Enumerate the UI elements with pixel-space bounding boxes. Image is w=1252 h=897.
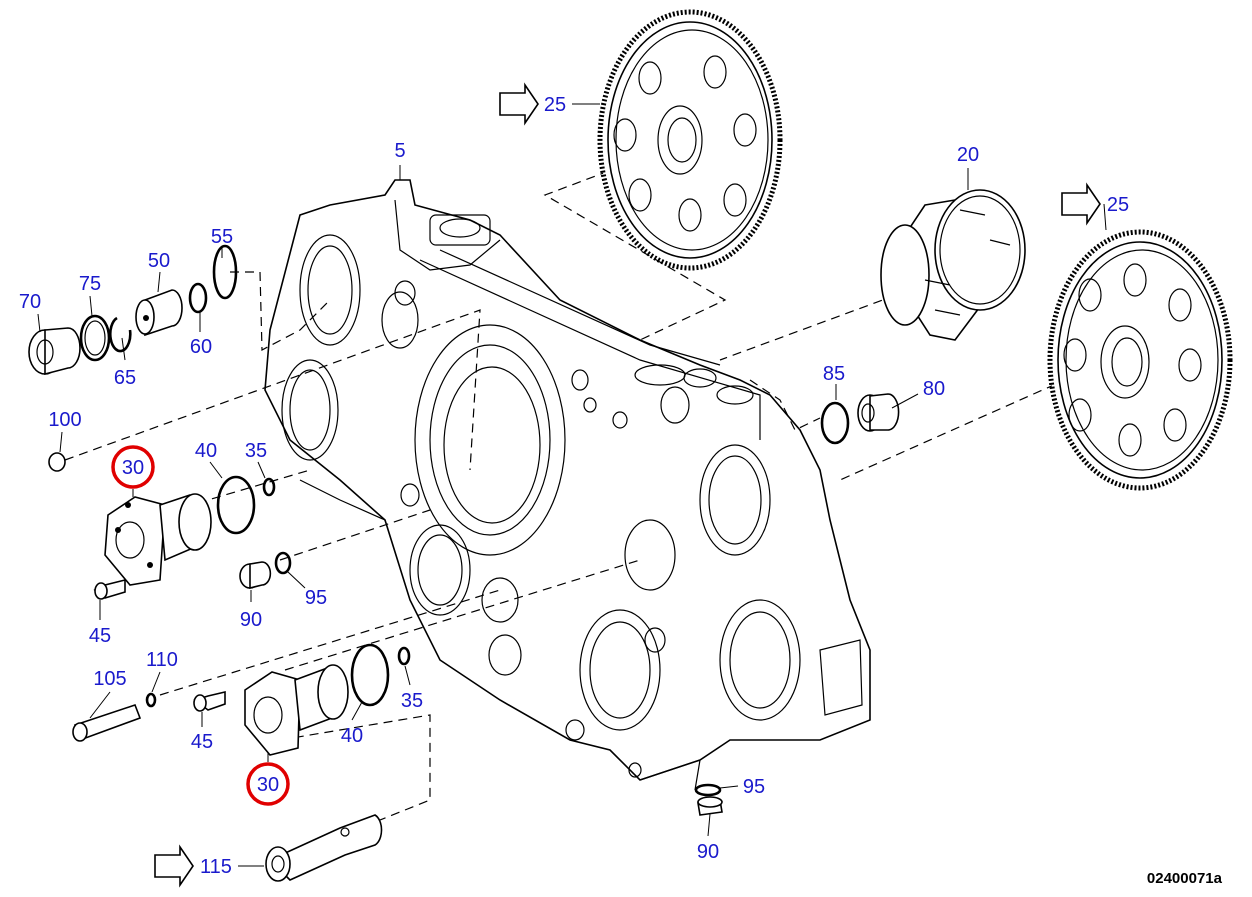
callout-50: 50 <box>148 250 170 272</box>
callout-25-upper: 25 <box>544 94 566 116</box>
reference-arrow-icon <box>1061 182 1101 226</box>
callout-40-lower: 40 <box>341 725 363 747</box>
highlight-circle-30-upper <box>111 445 155 489</box>
callout-30-lower: 30 <box>257 774 279 796</box>
callout-80: 80 <box>923 378 945 400</box>
callout-100: 100 <box>48 409 81 431</box>
callout-90-upper: 90 <box>240 609 262 631</box>
sleeve-20 <box>880 189 1026 341</box>
plug-90-seal-95-bottom <box>694 783 723 816</box>
callout-65: 65 <box>114 367 136 389</box>
plug-80-and-seal-85 <box>820 393 900 445</box>
callout-40-upper: 40 <box>195 440 217 462</box>
valve-115 <box>265 814 383 882</box>
callout-30-upper: 30 <box>122 457 144 479</box>
callout-35-upper: 35 <box>245 440 267 462</box>
gear-25-right <box>1047 229 1233 491</box>
oil-pump-group-lower <box>72 643 411 756</box>
callout-labels: 5 20 25 25 30 30 35 35 40 40 45 45 50 55… <box>19 94 1129 878</box>
parts-50-to-75 <box>28 244 238 376</box>
callout-110: 110 <box>146 649 178 671</box>
callout-35-lower: 35 <box>401 690 423 712</box>
highlight-circle-30-lower <box>246 762 290 806</box>
gear-25-upper <box>597 9 783 271</box>
oil-pump-group-upper <box>48 452 292 600</box>
callout-45-lower: 45 <box>191 731 213 753</box>
callout-25-right: 25 <box>1107 194 1129 216</box>
callout-20: 20 <box>957 144 979 166</box>
callout-115: 115 <box>200 856 232 878</box>
callout-45-upper: 45 <box>89 625 111 647</box>
leader-lines <box>37 103 1107 867</box>
callout-105: 105 <box>93 668 126 690</box>
callout-85: 85 <box>823 363 845 385</box>
reference-arrow-icon <box>499 82 539 126</box>
figure-id: 02400071a <box>1147 870 1223 887</box>
callout-95-upper: 95 <box>305 587 327 609</box>
callout-5: 5 <box>394 140 405 162</box>
callout-75: 75 <box>79 273 101 295</box>
callout-70: 70 <box>19 291 41 313</box>
gear-housing <box>264 179 871 791</box>
callout-90-lower: 90 <box>697 841 719 863</box>
callout-95-lower: 95 <box>743 776 765 798</box>
callout-60: 60 <box>190 336 212 358</box>
callout-55: 55 <box>211 226 233 248</box>
reference-arrow-icon <box>154 844 194 888</box>
